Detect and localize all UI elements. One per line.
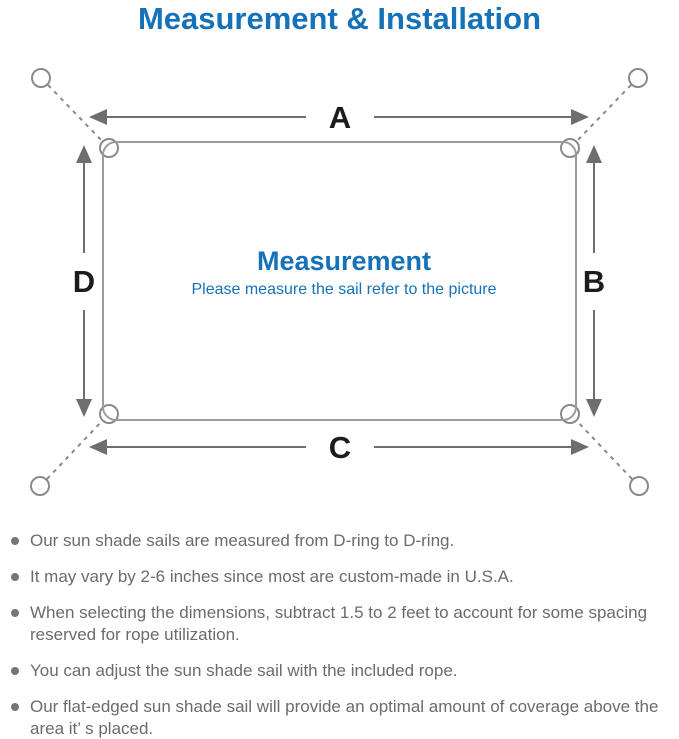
dimension-label-a: A [329,100,351,135]
dimension-arrow-a [89,109,589,125]
dimension-label-c: C [329,430,351,465]
sail-measurement-diagram: A C D B Measurement Please measure the s… [30,68,649,496]
bullet-dot-icon [11,703,19,711]
note-text: Our sun shade sails are measured from D-… [30,531,455,550]
bullet-dot-icon [11,609,19,617]
guy-line-top-left [47,84,105,144]
anchor-ring-bottom-right-icon [629,476,649,496]
dimension-label-b: B [583,264,605,299]
note-text: When selecting the dimensions, subtract … [30,603,648,644]
note-text: You can adjust the sun shade sail with t… [30,661,458,680]
d-ring-top-left-icon [99,138,119,158]
sail-rectangle [102,141,577,421]
dimension-label-d: D [73,264,95,299]
d-ring-top-right-icon [560,138,580,158]
page-title: Measurement & Installation [137,1,542,36]
measurement-notes-list: Our sun shade sails are measured from D-… [11,530,673,739]
list-item: Our flat-edged sun shade sail will provi… [11,696,673,739]
diagram-center-caption: Please measure the sail refer to the pic… [191,281,496,298]
list-item: When selecting the dimensions, subtract … [11,602,673,646]
bullet-dot-icon [11,537,19,545]
list-item: It may vary by 2-6 inches since most are… [11,566,673,588]
dimension-arrow-b [586,145,602,417]
anchor-ring-top-right-icon [628,68,648,88]
note-text: Our flat-edged sun shade sail will provi… [30,697,659,738]
anchor-ring-top-left-icon [31,68,51,88]
guy-line-top-right [574,84,632,144]
note-text: It may vary by 2-6 inches since most are… [30,567,514,586]
anchor-ring-bottom-left-icon [30,476,50,496]
dimension-arrow-c [89,439,589,455]
d-ring-bottom-right-icon [560,404,580,424]
bullet-dot-icon [11,573,19,581]
dimension-arrow-d [76,145,92,417]
diagram-center-heading: Measurement [257,246,431,276]
list-item: You can adjust the sun shade sail with t… [11,660,673,682]
bullet-dot-icon [11,667,19,675]
list-item: Our sun shade sails are measured from D-… [11,530,673,552]
d-ring-bottom-left-icon [99,404,119,424]
